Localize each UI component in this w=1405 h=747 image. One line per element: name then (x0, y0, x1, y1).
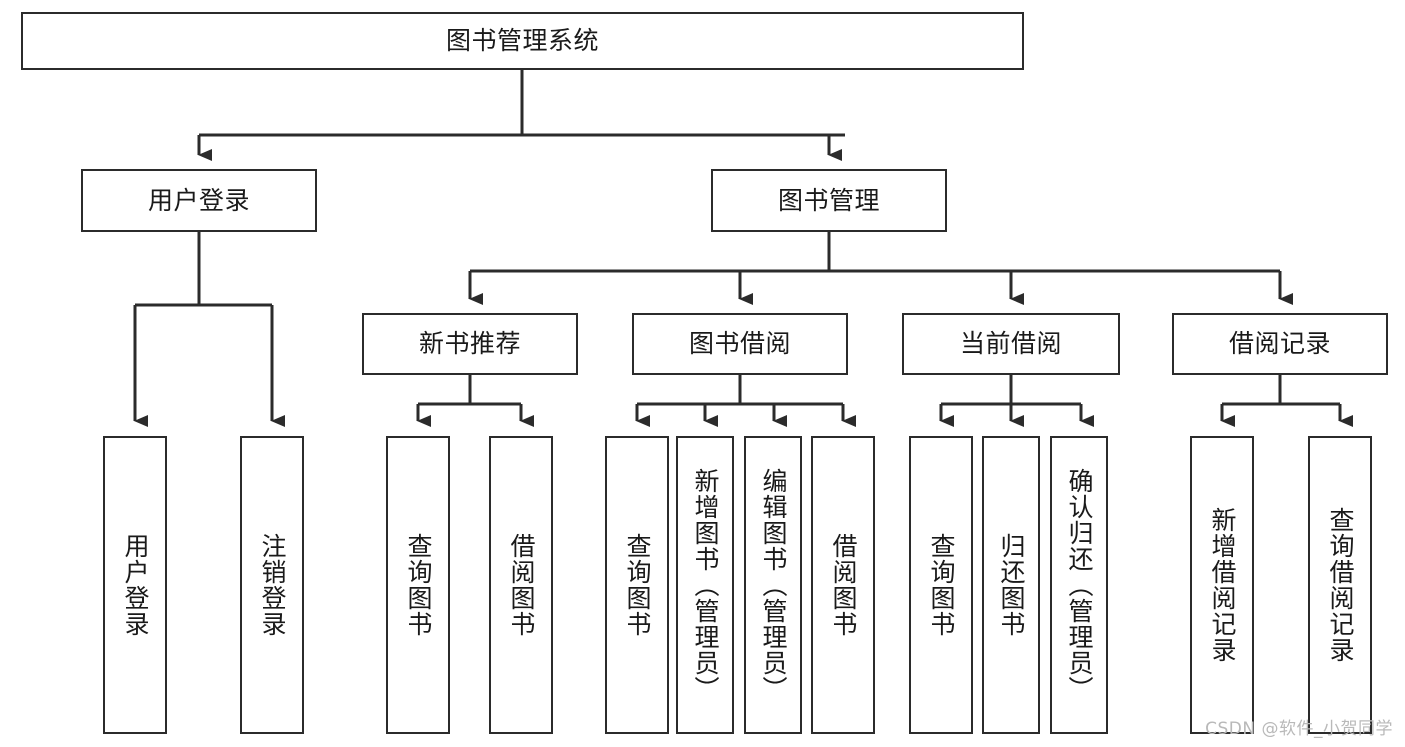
node-borrow-record-label: 借阅记录 (1228, 329, 1331, 359)
leaf-borrow-record-query-label: 查询借阅记录 (1326, 507, 1355, 663)
node-user-login[interactable]: 用户登录 (81, 169, 317, 232)
leaf-borrow-record-query[interactable]: 查询借阅记录 (1308, 436, 1372, 734)
leaf-book-borrow-edit[interactable]: 编辑图书（管理员） (744, 436, 802, 734)
leaf-user-login-signout[interactable]: 注销登录 (240, 436, 304, 734)
leaf-current-borrow-query-label: 查询图书 (927, 533, 956, 637)
leaf-current-borrow-return-label: 归还图书 (997, 533, 1026, 637)
leaf-book-borrow-add[interactable]: 新增图书（管理员） (676, 436, 734, 734)
leaf-book-borrow-borrow-label: 借阅图书 (829, 533, 858, 637)
leaf-user-login-signin-label: 用户登录 (121, 533, 150, 637)
leaf-book-borrow-query-label: 查询图书 (623, 533, 652, 637)
leaf-book-borrow-query[interactable]: 查询图书 (605, 436, 669, 734)
leaf-borrow-record-add-label: 新增借阅记录 (1208, 507, 1237, 663)
leaf-new-book-query[interactable]: 查询图书 (386, 436, 450, 734)
node-root[interactable]: 图书管理系统 (21, 12, 1024, 70)
leaf-borrow-record-add[interactable]: 新增借阅记录 (1190, 436, 1254, 734)
leaf-current-borrow-confirm[interactable]: 确认归还（管理员） (1050, 436, 1108, 734)
node-user-login-label: 用户登录 (147, 185, 250, 215)
leaf-new-book-borrow[interactable]: 借阅图书 (489, 436, 553, 734)
leaf-current-borrow-return[interactable]: 归还图书 (982, 436, 1040, 734)
node-book-management[interactable]: 图书管理 (711, 169, 947, 232)
leaf-new-book-query-label: 查询图书 (404, 533, 433, 637)
node-root-label: 图书管理系统 (445, 26, 599, 56)
leaf-user-login-signout-label: 注销登录 (258, 533, 287, 637)
node-new-book-recommend[interactable]: 新书推荐 (362, 313, 578, 375)
leaf-book-borrow-edit-label: 编辑图书（管理员） (759, 468, 788, 702)
node-new-book-recommend-label: 新书推荐 (418, 329, 521, 359)
leaf-book-borrow-borrow[interactable]: 借阅图书 (811, 436, 875, 734)
leaf-current-borrow-confirm-label: 确认归还（管理员） (1065, 468, 1094, 702)
node-borrow-record[interactable]: 借阅记录 (1172, 313, 1388, 375)
node-book-borrow[interactable]: 图书借阅 (632, 313, 848, 375)
leaf-user-login-signin[interactable]: 用户登录 (103, 436, 167, 734)
node-book-borrow-label: 图书借阅 (688, 329, 791, 359)
leaf-current-borrow-query[interactable]: 查询图书 (909, 436, 973, 734)
node-current-borrow[interactable]: 当前借阅 (902, 313, 1120, 375)
node-book-management-label: 图书管理 (777, 185, 880, 215)
node-current-borrow-label: 当前借阅 (959, 329, 1062, 359)
leaf-book-borrow-add-label: 新增图书（管理员） (691, 468, 720, 702)
leaf-new-book-borrow-label: 借阅图书 (507, 533, 536, 637)
